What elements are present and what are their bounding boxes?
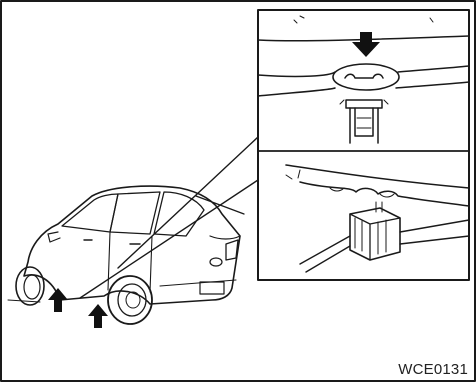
up-arrow-icon [88, 304, 108, 328]
up-arrow-icon [48, 288, 68, 312]
figure-code: WCE0131 [398, 361, 468, 378]
callout-lines [80, 137, 258, 298]
car-illustration [8, 186, 244, 324]
